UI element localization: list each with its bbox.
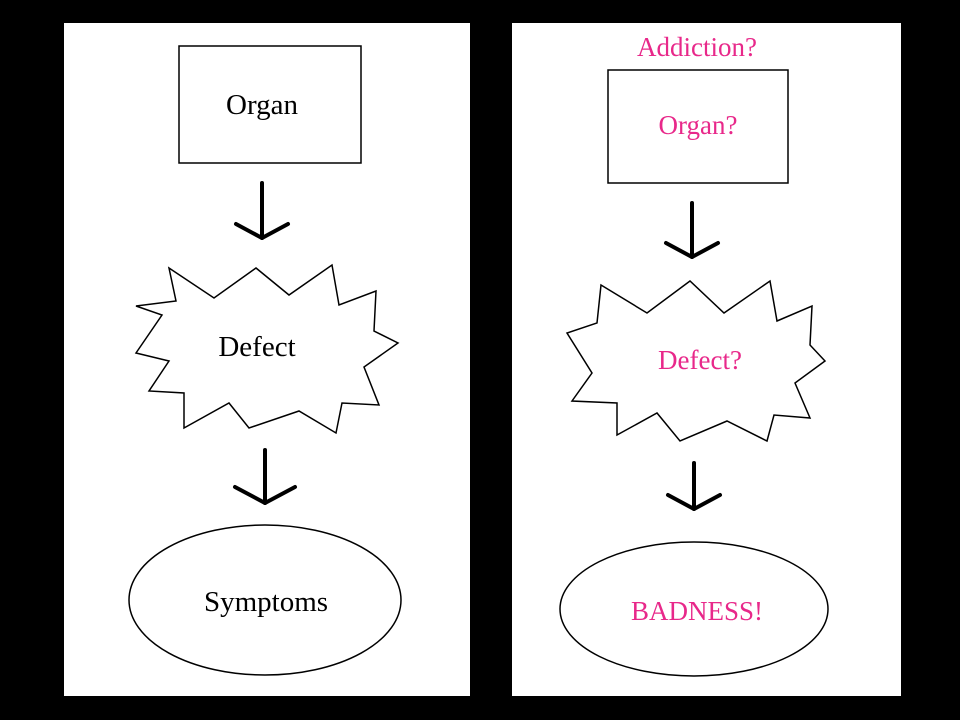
down-arrow-icon <box>666 461 722 511</box>
defect-starburst <box>134 263 400 435</box>
badness-ellipse <box>559 541 829 677</box>
symptoms-ellipse <box>128 524 402 676</box>
badness-label: BADNESS! <box>631 596 763 626</box>
down-arrow-icon <box>664 201 720 259</box>
symptoms-label: Symptoms <box>204 586 328 618</box>
down-arrow-icon <box>234 181 290 240</box>
right-diagram-canvas: Addiction? Organ? Defect? BADNESS! <box>559 32 829 677</box>
organ-box <box>607 69 789 184</box>
left-diagram-canvas: Organ Defect Symptoms <box>128 45 402 676</box>
organ-box <box>178 45 362 164</box>
defect-label: Defect <box>218 331 295 363</box>
left-diagram-panel: Organ Defect Symptoms <box>64 23 470 696</box>
defect-starburst <box>565 279 827 443</box>
down-arrow-icon <box>233 448 297 505</box>
right-diagram-panel: Addiction? Organ? Defect? BADNESS! <box>512 23 901 696</box>
addiction-question-label: Addiction? <box>637 32 757 62</box>
organ-question-label: Organ? <box>659 110 738 140</box>
defect-question-label: Defect? <box>658 345 742 375</box>
organ-label: Organ <box>226 89 298 121</box>
